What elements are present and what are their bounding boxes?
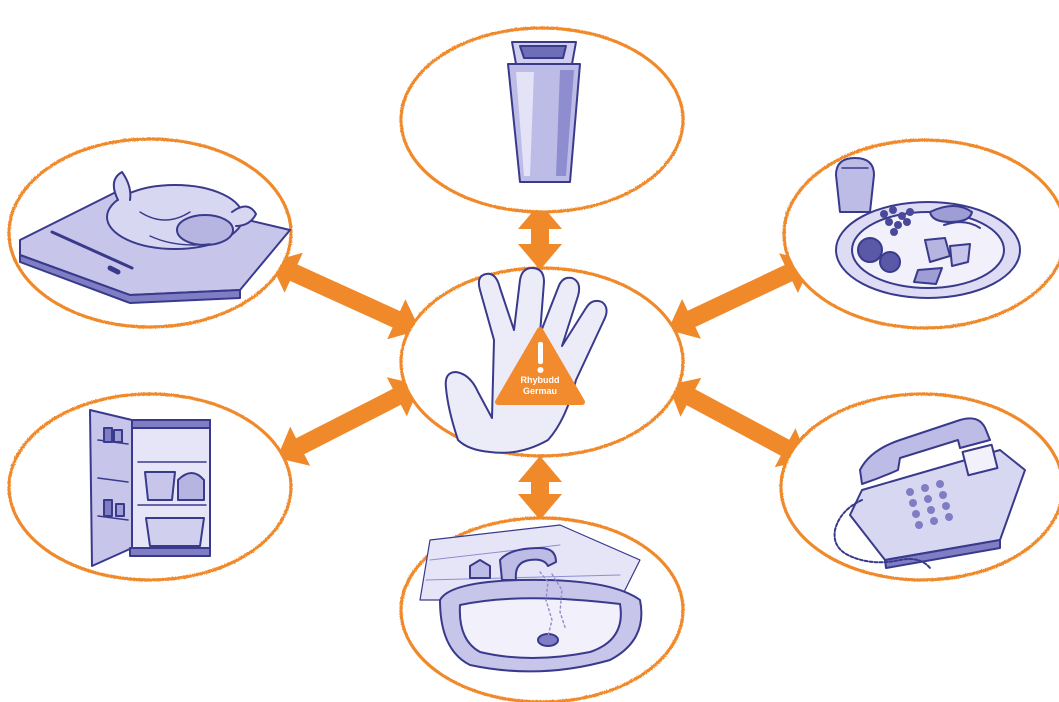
warning-label-line-1: Rhybudd bbox=[521, 375, 560, 385]
arrow-center-to-fridge bbox=[277, 377, 420, 466]
sink-tap-icon bbox=[420, 525, 641, 671]
waste-bin-icon bbox=[508, 42, 580, 182]
arrow-center-to-sink bbox=[518, 456, 562, 520]
arrow-center-to-phone bbox=[668, 378, 808, 467]
double-arrow-shape bbox=[668, 378, 808, 467]
arrow-center-to-plate bbox=[668, 253, 812, 339]
double-arrow-shape bbox=[277, 377, 420, 466]
warning-label-line-2: Germau bbox=[523, 386, 557, 396]
double-arrow-shape bbox=[518, 456, 562, 520]
open-fridge-icon bbox=[90, 410, 210, 566]
double-arrow-shape bbox=[270, 253, 420, 340]
double-arrow-shape bbox=[668, 253, 812, 339]
arrow-center-to-chicken bbox=[270, 253, 420, 340]
